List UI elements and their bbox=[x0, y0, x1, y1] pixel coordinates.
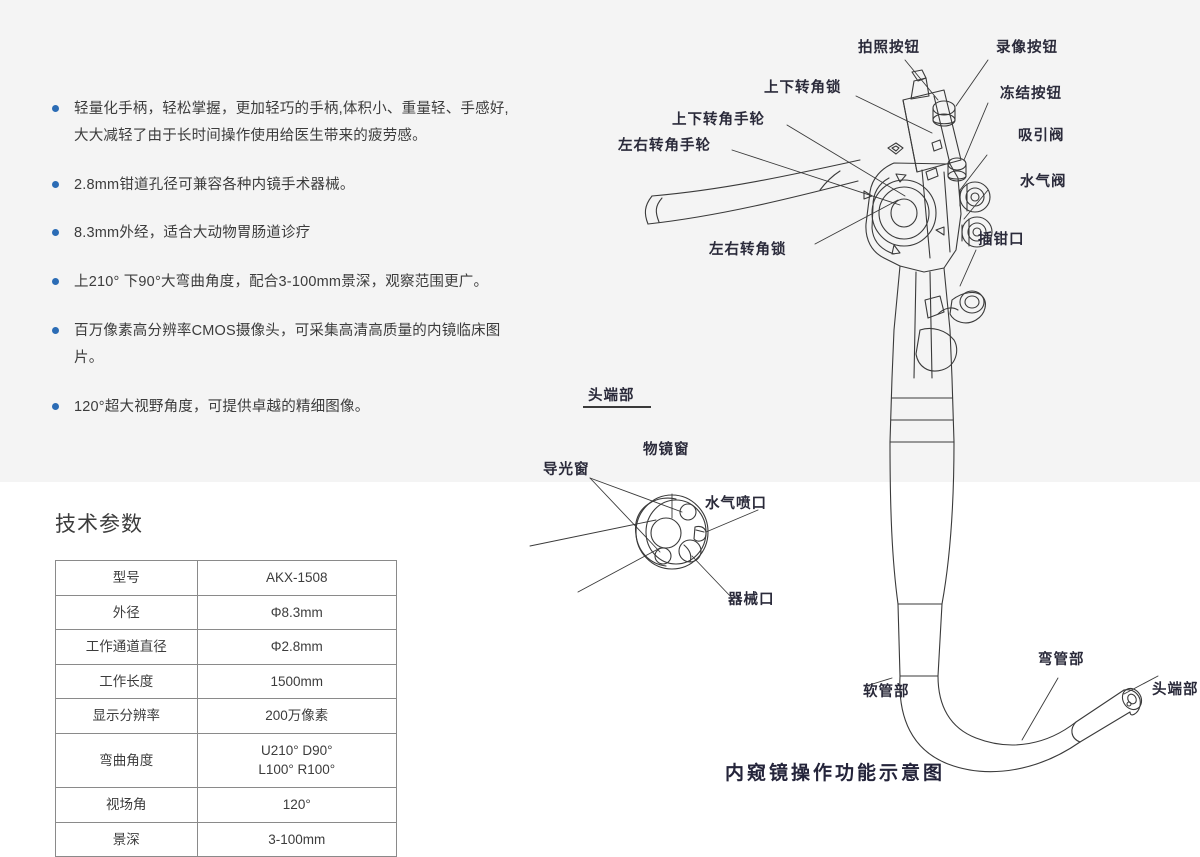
label-leftright-angle-knob: 左右转角手轮 bbox=[618, 138, 711, 154]
table-row: 景深 3-100mm bbox=[55, 821, 398, 857]
bullet-dot-icon bbox=[52, 105, 59, 112]
spec-value: Φ2.8mm bbox=[196, 629, 398, 665]
bullet-dot-icon bbox=[52, 278, 59, 286]
bullet-dot-icon bbox=[52, 327, 59, 335]
label-bending-section: 弯管部 bbox=[1038, 652, 1085, 668]
list-item: 轻量化手柄，轻松掌握，更加轻巧的手柄,体积小、重量轻、手感好,大大减轻了由于长时… bbox=[48, 96, 518, 150]
feature-text: 轻量化手柄，轻松掌握，更加轻巧的手柄,体积小、重量轻、手感好,大大减轻了由于长时… bbox=[74, 101, 509, 144]
label-leftright-angle-lock: 左右转角锁 bbox=[709, 242, 787, 258]
table-row: 外径 Φ8.3mm bbox=[55, 594, 398, 631]
insertion-tube bbox=[889, 441, 1081, 773]
spec-key: 弯曲角度 bbox=[55, 732, 198, 788]
spec-value: Φ8.3mm bbox=[196, 594, 398, 631]
table-row: 弯曲角度 U210° D90° L100° R100° bbox=[55, 732, 398, 788]
spec-value: U210° D90° L100° R100° bbox=[196, 732, 398, 788]
table-row: 工作通道直径 Φ2.8mm bbox=[55, 629, 398, 665]
list-item: 百万像素高分辨率CMOS摄像头，可采集高清高质量的内镜临床图片。 bbox=[48, 318, 518, 372]
label-updown-angle-lock: 上下转角锁 bbox=[764, 80, 842, 96]
table-row: 工作长度 1500mm bbox=[55, 663, 398, 700]
grey-background-band bbox=[0, 0, 1200, 482]
label-air-water-valve: 水气阀 bbox=[1020, 174, 1067, 190]
spec-value: AKX-1508 bbox=[196, 560, 398, 596]
label-suction-valve: 吸引阀 bbox=[1018, 128, 1065, 144]
feature-text: 8.3mm外经，适合大动物胃肠道诊疗 bbox=[74, 225, 311, 242]
spec-key: 视场角 bbox=[55, 786, 198, 823]
leader-lines-lower bbox=[865, 675, 1159, 741]
list-item: 8.3mm外经，适合大动物胃肠道诊疗 bbox=[48, 220, 518, 247]
label-biopsy-port: 插钳口 bbox=[978, 232, 1025, 248]
table-row: 型号 AKX-1508 bbox=[55, 560, 398, 596]
spec-section-title: 技术参数 bbox=[55, 513, 143, 536]
label-updown-angle-knob: 上下转角手轮 bbox=[672, 112, 765, 128]
light-guide-cable bbox=[644, 159, 861, 225]
spec-value: 200万像素 bbox=[196, 698, 398, 734]
bullet-dot-icon bbox=[52, 180, 59, 188]
handle-buttons bbox=[932, 100, 993, 248]
label-air-water-nozzle: 水气喷口 bbox=[705, 496, 767, 512]
spec-table: 型号 AKX-1508 外径 Φ8.3mm 工作通道直径 Φ2.8mm 工作长度… bbox=[55, 560, 398, 857]
endoscope-diagram: 拍照按钮 录像按钮 冻结按钮 上下转角锁 上下转角手轮 左右转角手轮 左右转角锁… bbox=[520, 0, 1200, 830]
feature-text: 百万像素高分辨率CMOS摄像头，可采集高清高质量的内镜临床图片。 bbox=[74, 323, 501, 366]
feature-text: 120°超大视野角度，可提供卓越的精细图像。 bbox=[74, 398, 370, 415]
leader-lines-tip bbox=[529, 477, 759, 599]
label-light-guide-window: 导光窗 bbox=[543, 462, 590, 478]
bullet-dot-icon bbox=[52, 229, 59, 237]
table-row: 视场角 120° bbox=[55, 786, 398, 823]
label-distal-tip: 头端部 bbox=[1152, 682, 1199, 698]
tip-section-title: 头端部 bbox=[588, 388, 635, 404]
list-item: 上210° 下90°大弯曲角度，配合3-100mm景深，观察范围更广。 bbox=[48, 269, 518, 296]
spec-key: 工作长度 bbox=[55, 663, 198, 700]
label-photo-button: 拍照按钮 bbox=[858, 40, 920, 56]
label-objective-window: 物镜窗 bbox=[643, 442, 690, 458]
bullet-dot-icon bbox=[52, 402, 59, 410]
spec-value: 120° bbox=[196, 786, 398, 823]
label-instrument-port: 器械口 bbox=[728, 592, 775, 608]
spec-value: 3-100mm bbox=[196, 821, 398, 857]
label-freeze-button: 冻结按钮 bbox=[1000, 86, 1062, 102]
feature-text: 上210° 下90°大弯曲角度，配合3-100mm景深，观察范围更广。 bbox=[74, 274, 489, 291]
tip-section-underline bbox=[583, 406, 651, 408]
spec-key: 工作通道直径 bbox=[55, 629, 198, 665]
spec-key: 型号 bbox=[55, 560, 198, 596]
spec-value: 1500mm bbox=[196, 663, 398, 700]
feature-list: 轻量化手柄，轻松掌握，更加轻巧的手柄,体积小、重量轻、手感好,大大减轻了由于长时… bbox=[48, 96, 518, 443]
feature-text: 2.8mm钳道孔径可兼容各种内镜手术器械。 bbox=[74, 176, 355, 193]
diagram-caption: 内窥镜操作功能示意图 bbox=[725, 763, 946, 784]
insertion-neck bbox=[889, 265, 986, 443]
table-row: 显示分辨率 200万像素 bbox=[55, 698, 398, 734]
label-flexible-tube: 软管部 bbox=[863, 684, 910, 700]
bending-and-tip bbox=[1071, 687, 1143, 743]
spec-key: 外径 bbox=[55, 594, 198, 631]
control-handle-body bbox=[863, 69, 962, 273]
list-item: 120°超大视野角度，可提供卓越的精细图像。 bbox=[48, 394, 518, 421]
spec-key: 显示分辨率 bbox=[55, 698, 198, 734]
endoscope-line-art bbox=[529, 59, 1159, 773]
list-item: 2.8mm钳道孔径可兼容各种内镜手术器械。 bbox=[48, 172, 518, 199]
spec-key: 景深 bbox=[55, 821, 198, 857]
label-record-button: 录像按钮 bbox=[996, 40, 1058, 56]
